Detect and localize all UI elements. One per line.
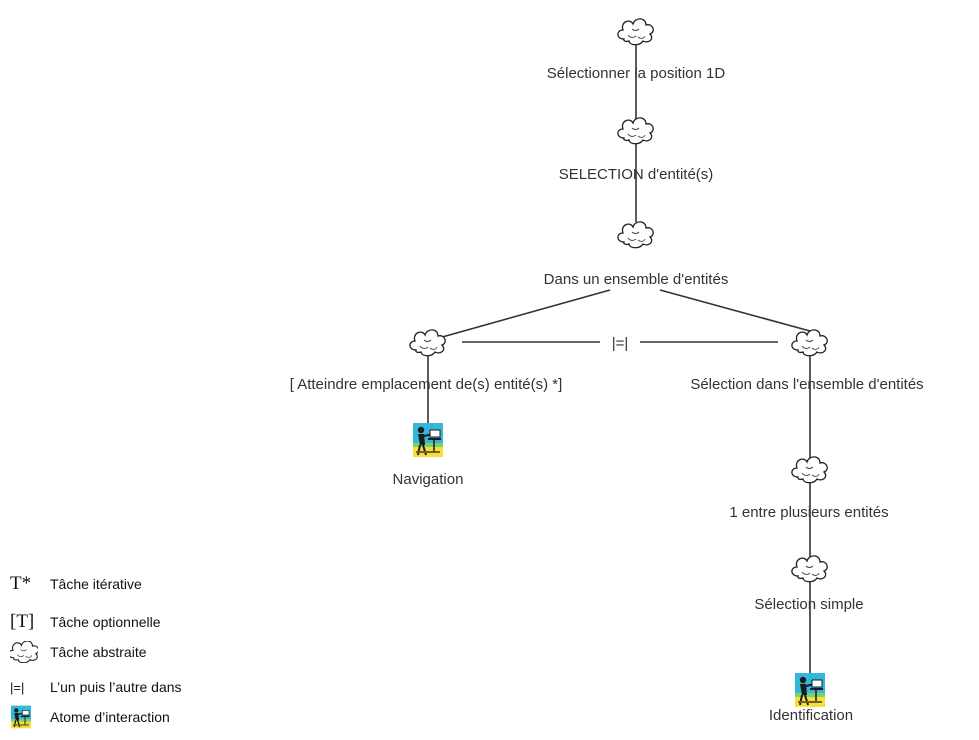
node-label-n1: Sélectionner la position 1D [547,65,726,82]
interaction-atom-icon [794,672,826,708]
cloud-icon [10,641,50,663]
interaction-atom-icon [412,422,444,458]
node-label-n8: Sélection simple [754,596,863,613]
legend-item-iterative: T* Tâche itérative [10,573,142,595]
cloud-icon [617,18,654,46]
legend-symbol-iterative: T* [10,573,32,594]
edge-n3-n4 [427,289,611,342]
node-label-n2: SELECTION d'entité(s) [559,166,714,183]
legend-item-atom: Atome d’interaction [10,705,170,729]
legend-label: Tâche itérative [50,576,142,592]
node-label-n4: [ Atteindre emplacement de(s) entité(s) … [290,376,563,393]
edge-n3-n5 [659,289,811,332]
node-label-n6: Navigation [393,471,464,488]
legend-item-optional: [T] Tâche optionnelle [10,611,161,633]
cloud-icon [617,117,654,145]
cloud-icon [617,221,654,249]
legend-label: Tâche abstraite [50,644,147,660]
legend-label: Atome d’interaction [50,709,170,725]
node-label-n7: 1 entre plusieurs entités [729,504,888,521]
interaction-atom-icon [10,705,50,729]
cloud-icon [791,329,828,357]
operator-label: |=| [612,335,629,352]
connectors [427,45,811,676]
legend-symbol-optional: [T] [10,611,35,632]
cloud-icon [791,555,828,583]
cloud-icon [791,456,828,484]
legend-symbol-sequence: |=| [10,679,25,695]
node-label-n9: Identification [769,707,853,724]
legend-item-sequence: |=| L’un puis l’autre dans [10,676,182,698]
node-label-n3: Dans un ensemble d'entités [544,271,729,288]
node-label-n5: Sélection dans l'ensemble d'entités [690,376,923,393]
legend-label: Tâche optionnelle [50,614,161,630]
legend-label: L’un puis l’autre dans [50,679,182,695]
legend-item-abstract: Tâche abstraite [10,641,147,663]
cloud-icon [409,329,446,357]
